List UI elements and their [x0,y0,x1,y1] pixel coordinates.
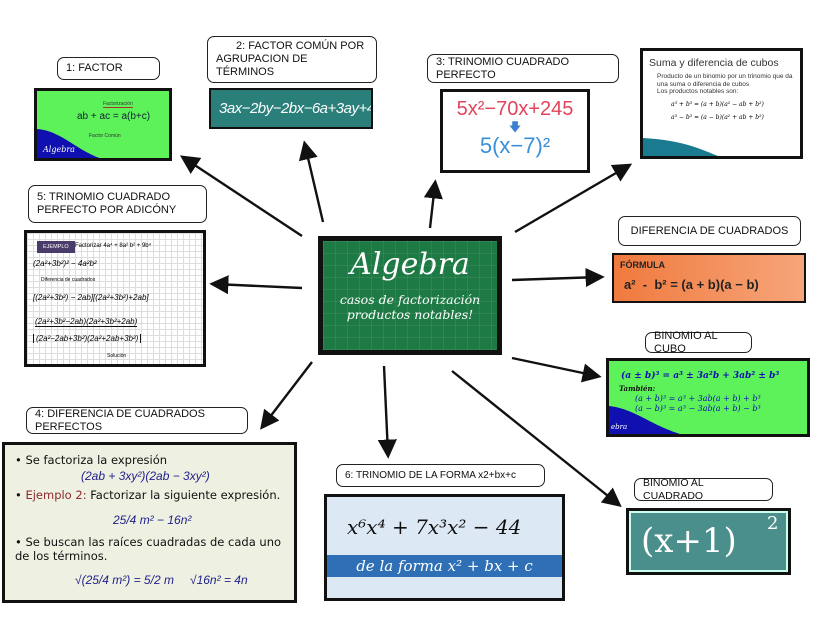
center-line1: casos de factorización [339,292,481,307]
image-binomio-cuadrado: (x+1) 2 [626,508,791,575]
factor-caption: Factor Común [89,133,121,139]
tcp-adicion-step4: (2a²+3b²−2ab)(2a²+3b²+2ab) [35,317,138,327]
trinomio-forma-band: de la forma x² + bx + c [327,555,562,577]
ejemplo-badge: EJEMPLO [37,241,75,253]
image-tcp: 5x²−70x+245 🡇 5(x−7)² [440,89,590,173]
agrupacion-formula: 3ax−2by−2bx−6a+3ay+4b [219,100,373,117]
dcp-expr1: (2ab + 3xy²)(2ab − 3xy²) [81,469,210,483]
image-suma-diferencia-cubos: Suma y diferencia de cubos Producto de u… [640,48,803,159]
image-binomio-cubo: (a ± b)³ = a³ ± 3a²b + 3ab² ± b³ También… [606,358,810,437]
binomio-cubo-f3: (a − b)³ = a³ − 3ab(a + b) − b³ [635,404,761,413]
image-agrupacion: 3ax−2by−2bx−6a+3ay+4b [209,88,373,129]
dcp-bullet1-text: Se factoriza la expresión [25,453,168,467]
dif-cuadrados-formula: a² - b² = (a + b)(a − b) [624,277,759,292]
arrow-to-dif-cuad-perf [260,361,313,430]
image-dif-cuadrados: FÓRMULA a² - b² = (a + b)(a − b) [612,253,806,303]
label-tcp-adicion-line1: 5: TRINOMIO CUADRADO [37,191,171,203]
slide-swoosh [643,138,718,156]
arrow-to-trinomio-forma [377,365,397,459]
arrow-to-binomio-cuadrado [451,370,622,508]
center-chalkboard: Algebra casos de factorización productos… [318,236,502,355]
center-title: Algebra [350,247,470,282]
down-arrow-icon: 🡇 [508,120,522,134]
label-agrupacion-line1: 2: FACTOR COMÚN POR [236,40,365,52]
label-trinomio-forma: 6: TRINOMIO DE LA FORMA x2+bx+c [336,464,545,487]
arrow-to-binomio-cubo [511,356,602,383]
dcp-bullet2-text: Factorizar la siguiente expresión. [86,488,281,502]
cubos-title: Suma y diferencia de cubos [649,57,779,69]
dcp-expr3b: √16n² = 4n [190,573,248,587]
label-dif-cuad-perf: 4: DIFERENCIA DE CUADRADOS PERFECTOS [26,407,248,434]
image-factor: Factorización ab + ac = a(b+c) Factor Co… [34,88,172,161]
dcp-expr2: 25/4 m² − 16n² [113,513,192,527]
cubos-f2: a³ − b³ = (a − b)(a² + ab + b²) [671,114,764,121]
wave-shape [37,129,100,158]
label-agrupacion: 2: FACTOR COMÚN POR AGRUPACION DE TÉRMIN… [207,36,377,83]
arrow-to-dif-cuadrados [511,267,605,288]
binomio-cubo-f1: (a ± b)³ = a³ ± 3a²b + 3ab² ± b³ [621,371,780,381]
binomio-cubo-logo: ebra [611,423,628,431]
tcp-adicion-step5: (2a²−2ab+3b²)(2a²+2ab+3b²) [33,334,142,343]
arrow-to-tcp-adicion [209,275,303,295]
tcp-adicion-step6: Solución [107,353,127,359]
cubos-bullet1: Producto de un binomio por un trinomio q… [657,73,793,88]
dcp-bullet3-text: Se buscan las raíces cuadradas de cada u… [15,535,282,563]
binomio-cubo-tambien: También: [619,384,656,393]
label-dif-cuadrados: DIFERENCIA DE CUADRADOS [618,216,801,246]
binomio-cuadrado-formula: (x+1) [641,521,737,561]
label-tcp-adicion: 5: TRINOMIO CUADRADO PERFECTO POR ADICÓN… [28,185,207,223]
label-tcp-adicion-line2: PERFECTO POR ADICÓNY [37,204,177,216]
dcp-bullet1: • Se factoriza la expresión [15,453,168,467]
label-binomio-cubo: BINOMIO AL CUBO [645,330,752,355]
arrow-to-agrupacion [298,140,325,223]
tcp-adicion-step2: Diferencia de cuadrados [41,277,96,283]
tcp-expr: 5x²−70x+245 [456,98,574,120]
binomio-cubo-f2: (a + b)³ = a³ + 3ab(a + b) + b³ [635,394,761,403]
image-trinomio-forma: x⁶x⁴ + 7x³x² − 44 de la forma x² + bx + … [324,494,565,601]
label-agrupacion-line2: AGRUPACION DE TÉRMINOS [216,53,308,78]
label-factor: 1: FACTOR [57,57,160,80]
trinomio-forma-expr: x⁶x⁴ + 7x³x² − 44 [347,515,522,539]
image-dif-cuad-perf: • Se factoriza la expresión (2ab + 3xy²)… [2,442,297,603]
center-line2: productos notables! [346,307,474,322]
dcp-bullet3: • Se buscan las raíces cuadradas de cada… [15,535,282,563]
label-binomio-cuadrado: BINOMIO AL CUADRADO [634,477,773,502]
factor-logo: Algebra [43,145,75,154]
arrow-to-tcp [423,179,443,229]
tcp-adicion-task: Factorizar 4a⁴ + 8a² b² + 9b⁴ [75,243,152,249]
tcp-adicion-step1: (2a²+3b²)² − 4a²b² [33,259,97,268]
factor-formula: ab + ac = a(b+c) [77,111,151,122]
tcp-result: 5(x−7)² [479,133,551,158]
dcp-ejemplo: Ejemplo 2: [25,488,87,502]
arrow-to-factor [179,155,303,238]
wave-shape [609,406,680,434]
label-tcp: 3: TRINOMIO CUADRADO PERFECTO [427,54,619,83]
dcp-bullet2: • Ejemplo 2: Factorizar la siguiente exp… [15,488,281,502]
image-tcp-adicion: EJEMPLO Factorizar 4a⁴ + 8a² b² + 9b⁴ (2… [24,230,206,367]
dif-cuadrados-heading: FÓRMULA [620,260,665,270]
arrow-to-cubos [514,163,633,234]
tcp-adicion-step3: [(2a²+3b²) − 2ab][(2a²+3b²)+2ab] [33,293,149,302]
cubos-f1: a³ + b³ = (a + b)(a² − ab + b²) [671,101,764,108]
factor-arrow-caption: Factorización [103,101,133,108]
cubos-bullet2: Los productos notables son: [657,88,739,95]
binomio-cuadrado-exponent: 2 [767,513,779,534]
dcp-expr3a: √(25/4 m²) = 5/2 m [75,573,174,587]
